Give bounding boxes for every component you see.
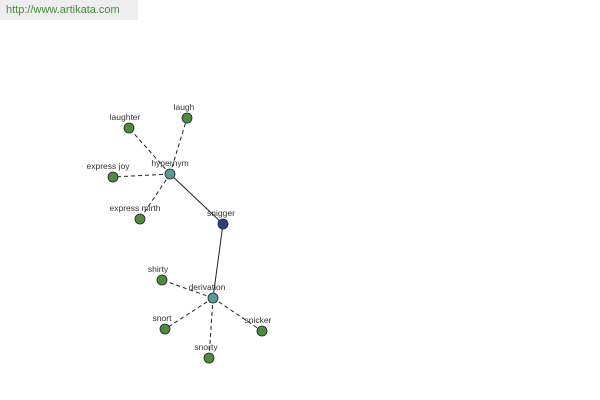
word-node-snort[interactable] [159,323,171,335]
word-label-express-mirth: express mirth [109,203,160,213]
edge-derivation-shirty [161,279,214,299]
word-node-snorty[interactable] [203,352,215,364]
center-node-snigger[interactable] [217,218,229,230]
site-url-link[interactable]: http://www.artikata.com [0,0,138,20]
word-node-snicker[interactable] [256,325,268,337]
edge-snigger-hypernym [169,173,224,225]
center-label-snigger: snigger [207,208,235,218]
graph-labels: laughter laugh express joy express mirth shi… [87,102,272,352]
word-node-shirty[interactable] [156,274,168,286]
graph-edges [112,117,263,359]
word-node-express-mirth[interactable] [134,213,146,225]
word-label-snorty: snorty [194,342,218,352]
word-label-shirty: shirty [148,264,169,274]
graph-nodes [107,112,268,364]
relation-node-derivation[interactable] [207,292,219,304]
edge-hypernym-express-joy [112,173,171,178]
relation-label-hypernym: hypernym [151,158,188,168]
word-node-laughter[interactable] [123,122,135,134]
word-label-express-joy: express joy [87,161,131,171]
relation-label-derivation: derivation [189,282,226,292]
edge-derivation-snicker [212,297,263,332]
word-label-snort: snort [153,313,173,323]
word-node-laugh[interactable] [181,112,193,124]
edge-snigger-derivation [212,223,224,299]
word-label-snicker: snicker [245,315,272,325]
word-node-express-joy[interactable] [107,171,119,183]
edge-hypernym-laughter [128,127,171,175]
edge-hypernym-express-mirth [139,173,171,220]
edge-hypernym-laugh [169,117,188,175]
edge-derivation-snorty [208,297,214,359]
relation-node-hypernym[interactable] [164,168,176,180]
edge-derivation-snort [164,297,214,330]
word-label-laughter: laughter [110,112,141,122]
word-label-laugh: laugh [174,102,195,112]
